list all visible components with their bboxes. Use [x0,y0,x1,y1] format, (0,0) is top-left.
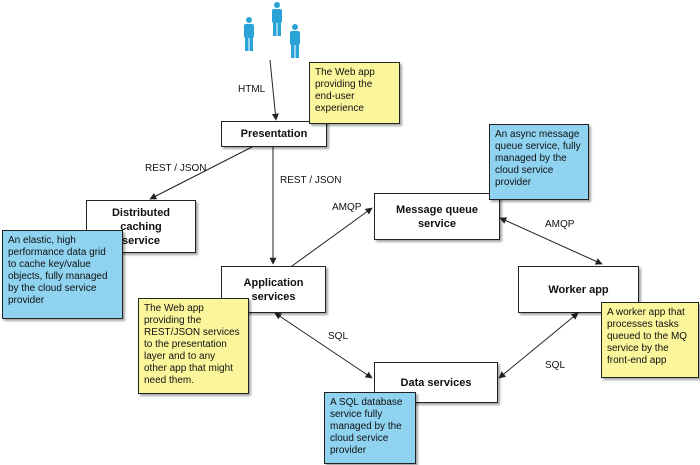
edge-presentation-caching [149,146,253,200]
edge-label-sql-worker: SQL [545,360,566,371]
user-icon [272,2,282,36]
node-message-queue: Message queue service [374,193,500,240]
edge-application-mq [291,207,373,267]
note-worker-app: A worker app that processes tasks queued… [601,302,699,378]
note-message-queue: An async message queue service, fully ma… [489,124,589,200]
edge-label-sql-app: SQL [328,331,349,342]
user-icon [290,24,300,58]
user-icon [244,17,254,51]
edge-label-html: HTML [238,84,266,95]
edge-mq-worker [499,217,603,265]
edge-label-rest-app: REST / JSON [280,175,342,186]
edge-label-rest-cache: REST / JSON [145,163,207,174]
note-data-services: A SQL database service fully managed by … [324,392,416,464]
edge-label-amqp-worker: AMQP [545,219,575,230]
edge-worker-data [498,312,579,379]
edge-application-data [274,312,373,379]
node-distributed-caching: Distributed caching service [86,200,196,253]
edge-users-presentation [269,59,279,121]
note-application-services: The Web app providing the REST/JSON serv… [138,298,249,394]
edge-label-amqp-app: AMQP [332,202,362,213]
note-caching: An elastic, high performance data grid t… [2,230,123,319]
node-presentation: Presentation [221,121,327,147]
note-web-app: The Web app providing the end-user exper… [309,62,400,124]
